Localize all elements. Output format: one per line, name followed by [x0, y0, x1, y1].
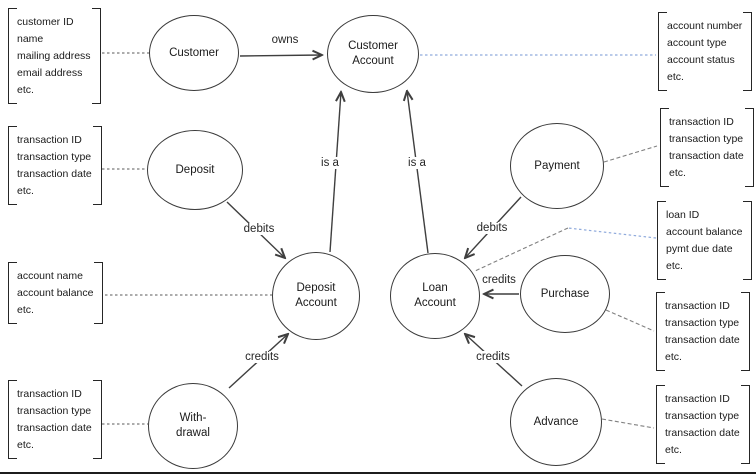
blue-dotted-connectors — [420, 54, 657, 239]
attribute-line: account type — [667, 37, 727, 49]
dotted-connectors — [97, 52, 272, 425]
attribute-line: transaction ID — [665, 300, 730, 312]
attributes-customer-account: account number account type account status… — [658, 12, 753, 91]
attribute-line: etc. — [17, 84, 34, 96]
attribute-line: transaction ID — [17, 134, 82, 146]
entity-deposit-account: Deposit Account — [272, 252, 360, 340]
entity-deposit: Deposit — [147, 130, 243, 210]
relationship-label-credits-advance: credits — [473, 351, 513, 363]
attribute-line: transaction type — [17, 151, 92, 163]
attribute-line: transaction type — [669, 133, 744, 145]
attribute-line: transaction type — [665, 410, 740, 422]
connector-isa-deposit-account — [329, 92, 341, 253]
relationship-label-debits-payment: debits — [473, 222, 511, 234]
attribute-line: transaction date — [665, 334, 740, 346]
connector-attrs-purchase — [605, 309, 655, 332]
attribute-line: transaction ID — [17, 388, 82, 400]
relationship-label-owns: owns — [268, 34, 302, 46]
dashed-connectors — [474, 145, 658, 429]
attributes-deposit: transaction ID transaction type transactio… — [8, 126, 102, 205]
attribute-line: account balance — [666, 226, 743, 238]
connector-attrs-loan-account-seg2 — [567, 227, 657, 239]
entity-withdrawal: With- drawal — [148, 383, 238, 469]
entity-customer: Customer — [149, 15, 239, 91]
entity-loan-account: Loan Account — [390, 253, 480, 339]
attribute-line: customer ID — [17, 16, 74, 28]
attribute-line: email address — [17, 67, 83, 79]
attribute-line: transaction type — [665, 317, 740, 329]
relationship-label-debits-deposit: debits — [240, 223, 278, 235]
attribute-line: transaction date — [665, 427, 740, 439]
entity-payment: Payment — [510, 123, 604, 209]
attribute-line: pymt due date — [666, 243, 733, 255]
relationship-label-isa-right: is a — [405, 157, 429, 169]
attribute-line: etc. — [666, 260, 683, 272]
attributes-customer: customer ID name mailing address email addr… — [8, 8, 101, 104]
attributes-withdrawal: transaction ID transaction type transactio… — [8, 380, 102, 459]
attribute-line: etc. — [665, 351, 682, 363]
entity-customer-account: Customer Account — [327, 15, 419, 93]
attributes-loan-account: loan ID account balance pymt due date etc. — [657, 201, 753, 280]
attribute-line: mailing address — [17, 50, 91, 62]
entity-purchase: Purchase — [520, 255, 610, 333]
attribute-line: etc. — [17, 185, 34, 197]
attributes-advance: transaction ID transaction type transactio… — [656, 385, 750, 464]
attribute-line: transaction date — [17, 422, 92, 434]
entity-advance: Advance — [510, 378, 602, 466]
attribute-line: etc. — [17, 304, 34, 316]
relationship-label-credits-withdrawal: credits — [242, 351, 282, 363]
relationship-label-isa-left: is a — [318, 157, 342, 169]
connector-owns — [239, 55, 322, 56]
attribute-line: account number — [667, 20, 743, 32]
attribute-line: transaction ID — [665, 393, 730, 405]
attribute-line: transaction date — [669, 150, 744, 162]
attribute-line: account status — [667, 54, 735, 66]
connector-attrs-payment — [603, 145, 658, 163]
connector-isa-loan-account — [407, 91, 429, 254]
attribute-line: account balance — [17, 287, 94, 299]
attribute-line: etc. — [665, 444, 682, 456]
attribute-line: loan ID — [666, 209, 700, 221]
attribute-line: etc. — [667, 71, 684, 83]
attribute-line: etc. — [17, 439, 34, 451]
attributes-payment: transaction ID transaction type transactio… — [660, 108, 754, 187]
attributes-purchase: transaction ID transaction type transactio… — [656, 292, 750, 371]
attribute-line: transaction type — [17, 405, 92, 417]
attributes-deposit-account: account name account balance etc. — [8, 262, 104, 324]
attribute-line: name — [17, 33, 44, 45]
attribute-line: transaction ID — [669, 116, 734, 128]
attribute-line: account name — [17, 270, 83, 282]
connector-attrs-loan-account-seg1 — [474, 227, 569, 272]
attribute-line: transaction date — [17, 168, 92, 180]
connector-attrs-advance — [601, 418, 655, 429]
attribute-line: etc. — [669, 167, 686, 179]
relationship-label-credits-purchase: credits — [479, 274, 519, 286]
